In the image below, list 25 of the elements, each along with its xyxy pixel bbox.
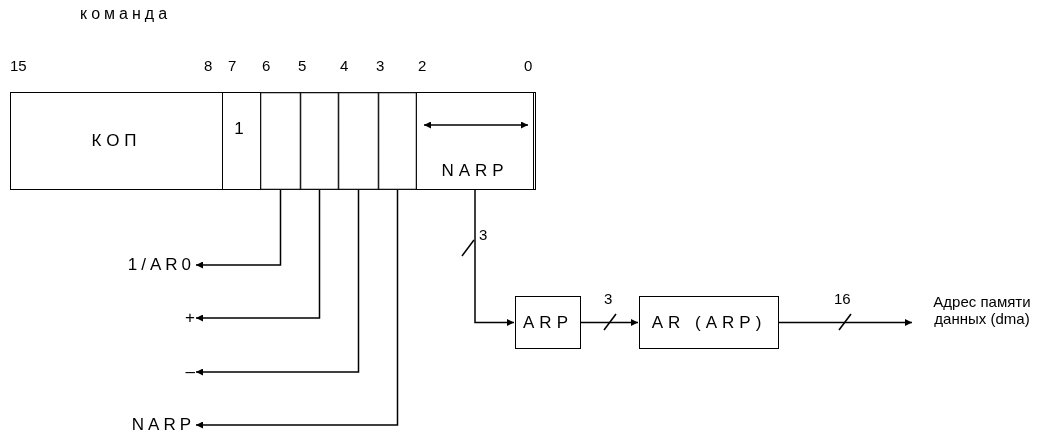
bit-number: 4 xyxy=(340,57,349,74)
arrow xyxy=(580,319,639,326)
bit-number: 3 xyxy=(376,57,385,74)
address-label: Адрес памяти данных (dma) xyxy=(913,268,1051,352)
output-label: NARP xyxy=(130,414,195,436)
arrow xyxy=(195,189,399,429)
output-label: – xyxy=(150,361,195,383)
arrow xyxy=(474,189,515,326)
bit-number: 6 xyxy=(262,57,271,74)
arrow xyxy=(195,189,282,269)
arrow xyxy=(778,319,913,326)
register-title: команда xyxy=(80,5,172,23)
arrow xyxy=(195,189,360,376)
bit-number: 7 xyxy=(228,57,237,74)
output-label: 1/AR0 xyxy=(100,254,195,276)
register-box: AR (ARP) xyxy=(639,296,779,349)
arrow xyxy=(195,189,321,322)
bit-number: 15 xyxy=(10,57,27,74)
bit-number: 0 xyxy=(524,57,533,74)
output-label: + xyxy=(150,307,195,329)
bit-number: 5 xyxy=(298,57,307,74)
register-box: ARP xyxy=(515,296,581,349)
bit-number: 2 xyxy=(418,57,427,74)
bit-number: 8 xyxy=(204,57,213,74)
narp-field: NARP xyxy=(416,92,534,190)
